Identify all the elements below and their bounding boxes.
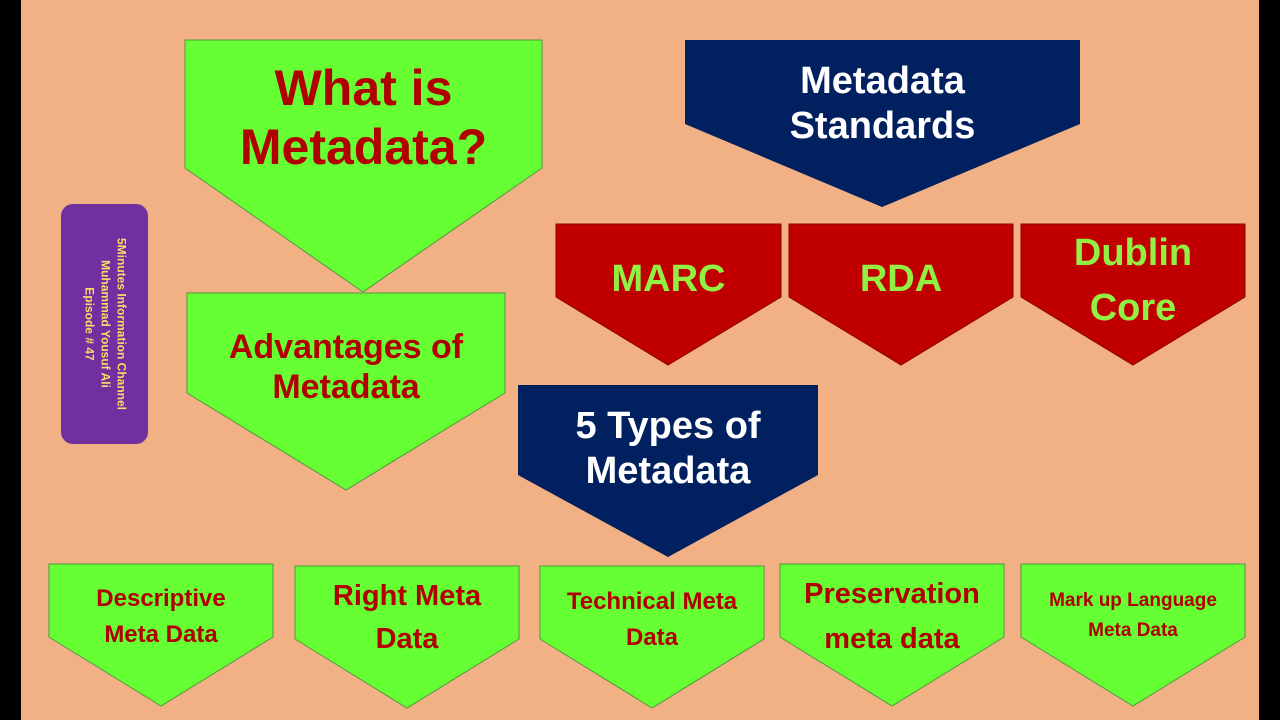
- type-descriptive-arrow[interactable]: Descriptive Meta Data: [48, 563, 274, 707]
- standard-marc-arrow[interactable]: MARC: [555, 223, 782, 366]
- standard-dublin-core-label: Dublin Core: [1021, 226, 1245, 336]
- what-is-metadata-arrow[interactable]: What is Metadata?: [184, 39, 543, 293]
- markup-line-1: Mark up Language: [1049, 589, 1217, 611]
- type-technical-label: Technical Meta Data: [540, 580, 764, 660]
- title-line-2: Metadata?: [239, 118, 488, 175]
- author-name: Muhammad Yousuf Ali: [97, 260, 112, 388]
- right-letterbox-bar: [1259, 0, 1280, 720]
- type-right-label: Right Meta Data: [295, 576, 519, 660]
- five-types-arrow[interactable]: 5 Types of Metadata: [518, 385, 818, 557]
- metadata-standards-arrow[interactable]: Metadata Standards: [685, 40, 1080, 207]
- type-markup-language-arrow[interactable]: Mark up Language Meta Data: [1020, 563, 1246, 707]
- type-markup-language-label: Mark up Language Meta Data: [1021, 584, 1245, 648]
- standard-marc-label: MARC: [556, 244, 781, 314]
- what-is-metadata-label: What is Metadata?: [185, 50, 542, 185]
- standard-dublin-core-arrow[interactable]: Dublin Core: [1020, 223, 1246, 366]
- advantages-of-metadata-arrow[interactable]: Advantages of Metadata: [186, 292, 506, 491]
- channel-badge: 5Minutes Information Channel Muhammad Yo…: [61, 204, 148, 444]
- technical-line-1: Technical Meta: [566, 588, 738, 615]
- left-letterbox-bar: [0, 0, 21, 720]
- channel-badge-text: 5Minutes Information Channel Muhammad Yo…: [80, 238, 129, 410]
- type-descriptive-label: Descriptive Meta Data: [49, 578, 273, 656]
- types-line-2: Metadata: [585, 450, 751, 492]
- standard-rda-arrow[interactable]: RDA: [788, 223, 1014, 366]
- preservation-line-2: meta data: [824, 623, 960, 655]
- type-preservation-label: Preservation meta data: [780, 572, 1004, 662]
- episode-number: Episode # 47: [81, 287, 96, 361]
- standard-rda-label: RDA: [789, 244, 1013, 314]
- descriptive-line-1: Descriptive: [96, 585, 226, 612]
- dublin-core-line-1: Dublin: [1073, 231, 1193, 274]
- type-right-arrow[interactable]: Right Meta Data: [294, 565, 520, 709]
- right-line-1: Right Meta: [332, 579, 482, 612]
- advantages-line-2: Metadata: [272, 368, 420, 406]
- dublin-core-line-2: Core: [1089, 287, 1177, 329]
- markup-line-2: Meta Data: [1088, 620, 1178, 641]
- descriptive-line-2: Meta Data: [104, 621, 218, 648]
- rda-text: RDA: [859, 257, 943, 300]
- types-line-1: 5 Types of: [575, 405, 761, 448]
- metadata-standards-label: Metadata Standards: [685, 48, 1080, 160]
- marc-text: MARC: [611, 257, 726, 300]
- advantages-line-1: Advantages of: [228, 327, 464, 366]
- channel-name: 5Minutes Information Channel: [113, 237, 128, 411]
- preservation-line-1: Preservation: [804, 578, 980, 611]
- type-technical-arrow[interactable]: Technical Meta Data: [539, 565, 765, 709]
- technical-line-2: Data: [625, 624, 679, 651]
- type-preservation-arrow[interactable]: Preservation meta data: [779, 563, 1005, 707]
- standards-line-2: Standards: [789, 105, 976, 147]
- five-types-label: 5 Types of Metadata: [518, 393, 818, 505]
- right-line-2: Data: [375, 623, 439, 655]
- title-line-1: What is: [274, 59, 453, 116]
- standards-line-1: Metadata: [800, 60, 965, 103]
- advantages-label: Advantages of Metadata: [187, 315, 505, 419]
